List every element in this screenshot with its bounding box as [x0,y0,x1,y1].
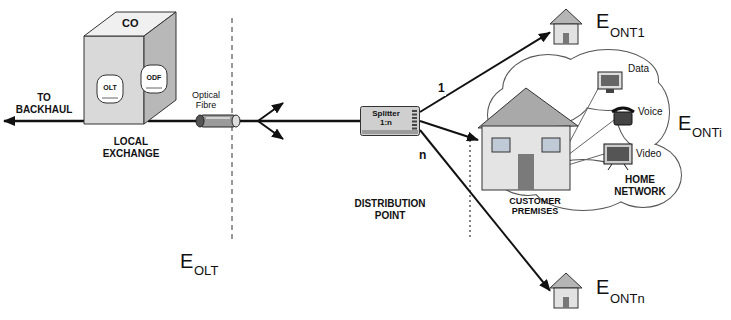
line-art [563,33,569,44]
service-label: Video [636,148,661,160]
line-art [568,154,604,165]
interface-symbol: E [596,276,609,299]
line-art [412,110,417,112]
unit-label: ODF [140,74,168,82]
line-art [362,130,418,134]
line-art [412,117,417,119]
exchange-building: COLOCAL EXCHANGEOLTODF [82,8,148,128]
line-art [563,297,569,308]
line-art [102,98,118,99]
interface-subscript: ONT1 [610,26,645,41]
backhaul-label: TO BACKHAUL [14,92,74,115]
service-label: Data [628,63,649,75]
line-art [601,75,619,86]
house: EONTn [550,270,660,316]
building-label: CO [122,17,139,30]
line-art [598,72,622,89]
line-art [568,85,600,145]
splitter-label: Splitter 1:n [366,109,406,127]
line-art [492,138,510,152]
interface-subscript: OLT [194,264,218,279]
line-art [614,112,632,125]
backhaul-arrow [4,120,84,123]
splitter-box: Splitter 1:nDISTRIBUTION POINT [360,106,420,136]
fibre-cable [200,115,236,127]
unit-label: OLT [96,84,124,92]
branch-number: n [418,149,427,163]
line-art [412,128,417,130]
line-art [550,9,582,24]
branch-number: 1 [437,82,446,96]
olt-unit: OLT [96,74,124,104]
line-art [550,273,582,288]
fibre-stripe [206,117,230,119]
line-art [612,108,634,112]
interface-symbol: E [180,250,193,273]
split-arrow [258,103,283,121]
interface-symbol: E [596,10,609,33]
line-art [608,164,612,170]
network-label: HOME NETWORK [610,174,670,197]
line-art [518,154,534,190]
premises-label: CUSTOMER PREMISES [503,196,567,217]
service-label: Voice [638,106,662,118]
line-art [482,126,570,190]
exchange-label: LOCAL EXCHANGE [96,136,166,159]
line-art [554,24,578,44]
exchange-boundary [232,18,233,240]
line-art [412,121,417,123]
line-art [554,288,578,308]
line-art [542,138,560,152]
interface-symbol: E [678,112,691,135]
interface-subscript: ONTn [610,292,645,307]
line-art [412,124,417,126]
distribution-label: DISTRIBUTION POINT [345,198,435,221]
interface-subscript: ONTi [692,126,722,141]
line-art [478,88,578,128]
line-art [141,65,167,93]
line-art [624,164,628,170]
line-art [606,89,614,93]
line-art [97,75,123,103]
line-art [361,107,420,136]
line-art [604,144,632,164]
line-art [84,36,144,124]
house: EONT1 [550,6,660,50]
odf-unit: ODF [140,64,168,94]
line-art [412,114,417,116]
fibre-end [196,115,204,127]
fibre-end [232,115,240,127]
drop-arrow [420,121,478,140]
line-art [607,147,629,161]
fibre-line [148,120,360,123]
split-arrow [258,121,283,139]
fibre-label: Optical Fibre [186,90,226,111]
line-art [146,88,162,89]
home-network: DataVoiceVideoHOME NETWORK EONTi [478,50,728,210]
